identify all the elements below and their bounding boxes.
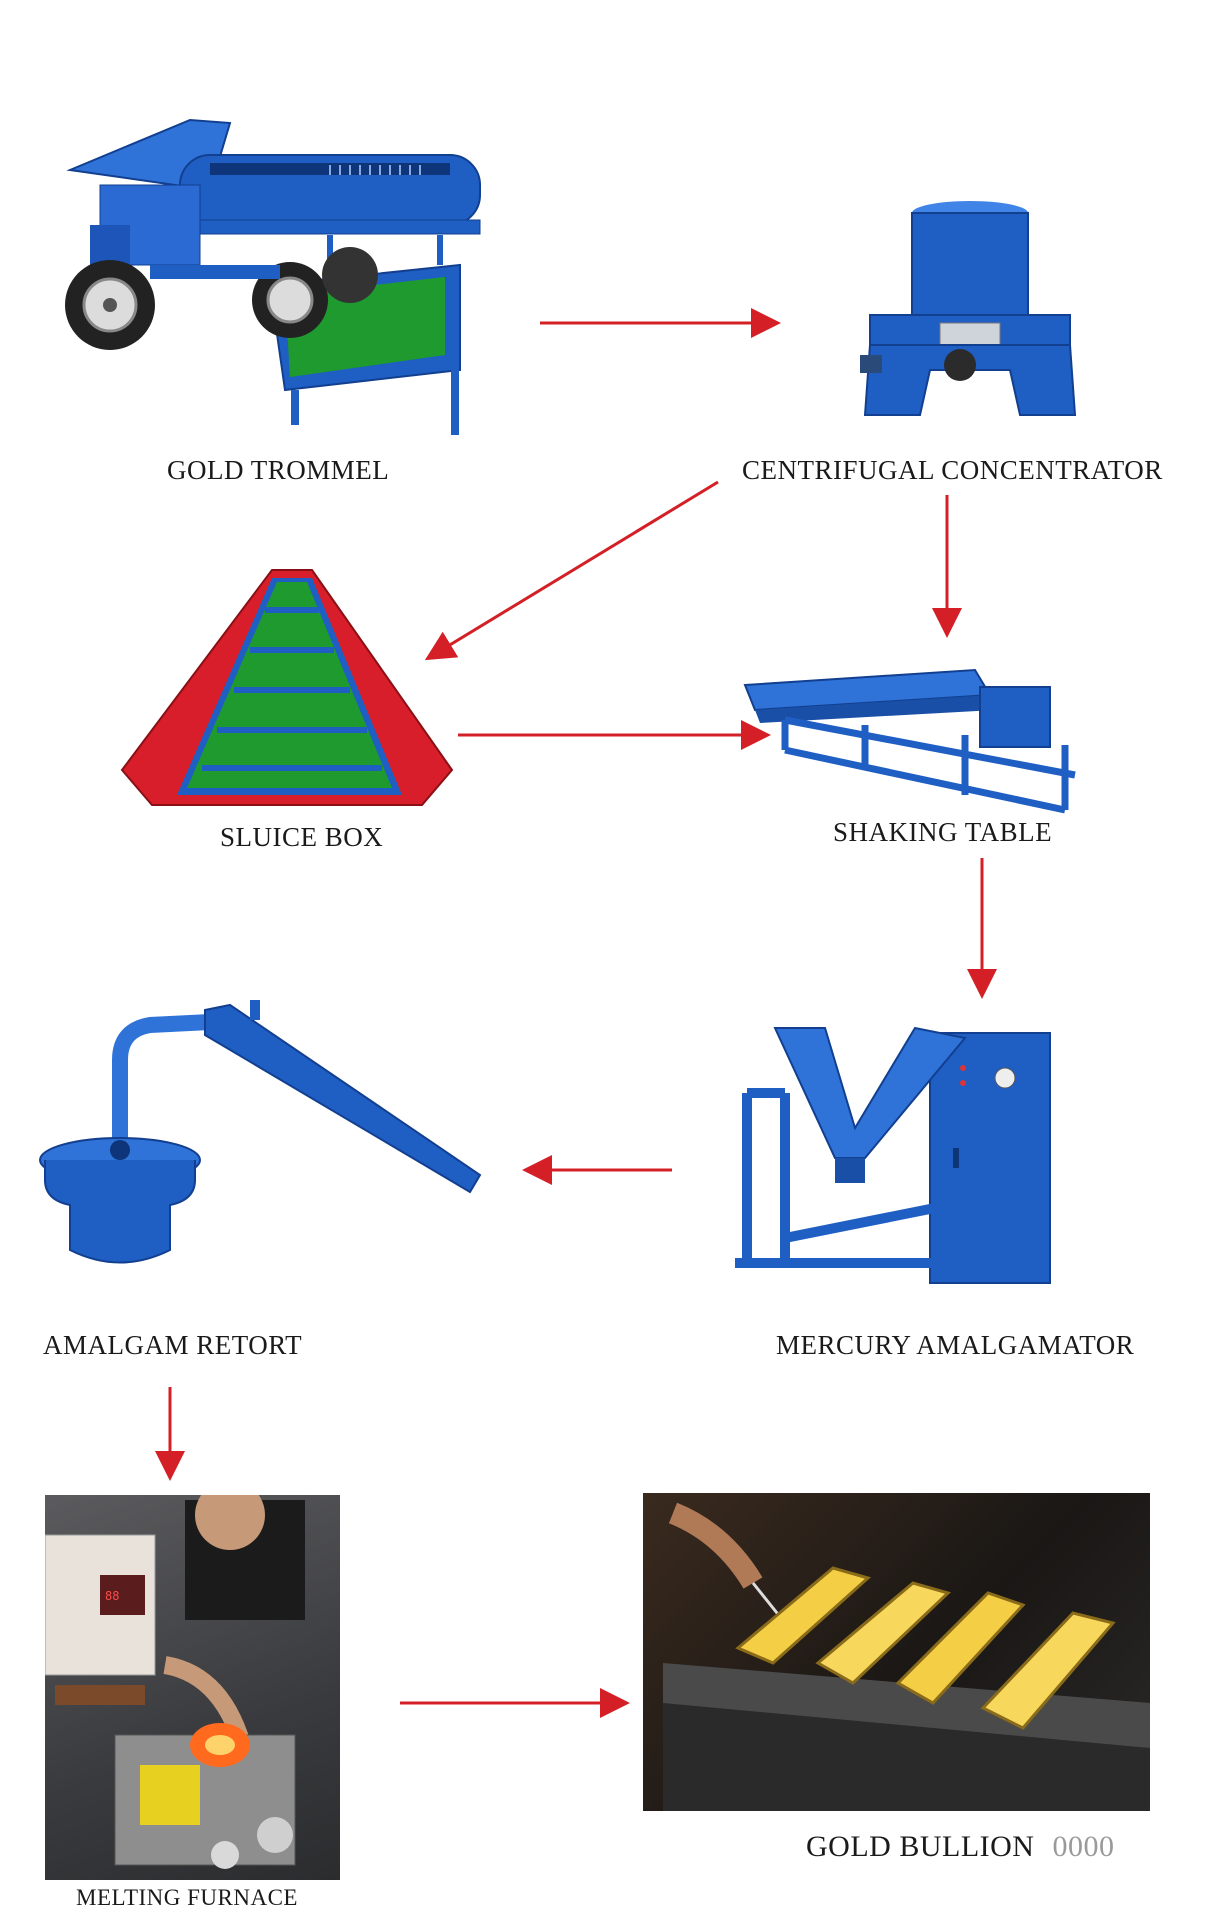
centrifugal-concentrator-image [860, 201, 1077, 416]
amalgam-retort-image [39, 1000, 482, 1264]
sluice-box-label: SLUICE BOX [220, 822, 384, 852]
gold-bullion-trailing-text: 0000 [1052, 1830, 1115, 1863]
arrow-concentrator-to-sluice [424, 480, 719, 661]
svg-text:88: 88 [105, 1589, 119, 1603]
gold-bullion-label: GOLD BULLION 0000 [806, 1830, 1114, 1864]
mercury-amalgamator-image [735, 1026, 1051, 1284]
gold-trommel-label: GOLD TROMMEL [167, 455, 390, 485]
shaking-table-label: SHAKING TABLE [833, 817, 1053, 847]
sluice-box-image [120, 569, 454, 806]
shaking-table-image [743, 668, 1076, 814]
gold-bullion-photo [643, 1493, 1150, 1811]
amalgam-retort-label: AMALGAM RETORT [43, 1330, 303, 1360]
gold-bullion-title: GOLD BULLION [806, 1830, 1035, 1863]
trommel-machine-image [65, 118, 481, 435]
mercury-amalgamator-label: MERCURY AMALGAMATOR [776, 1330, 1135, 1360]
melting-furnace-photo: 88 [45, 1495, 340, 1880]
centrifugal-concentrator-label: CENTRIFUGAL CONCENTRATOR [742, 455, 1163, 485]
melting-furnace-label: MELTING FURNACE [76, 1885, 298, 1910]
